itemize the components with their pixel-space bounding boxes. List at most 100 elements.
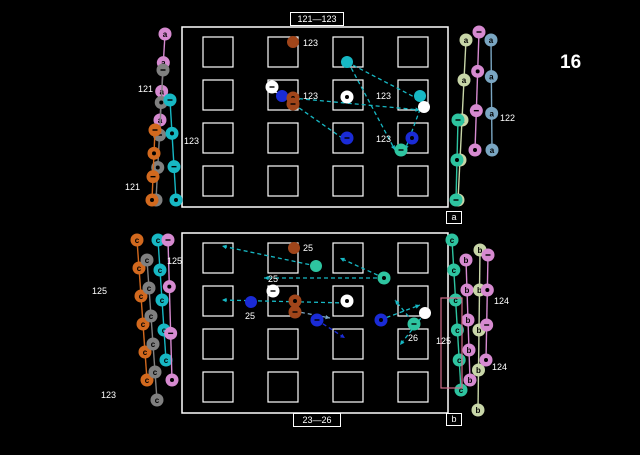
- panel-b-arrows: [221, 244, 426, 346]
- panel-b-trace-1-dot-6: [140, 373, 154, 387]
- panel-b-trace-2-dot-4: [146, 337, 160, 351]
- panel-b-trace-1-dot-3: [134, 289, 148, 303]
- panel-a-grid-square-5: [202, 79, 234, 111]
- panel-b-trace-6-dot-3: [461, 313, 475, 327]
- panel-b-left-label-2: 125: [167, 256, 183, 266]
- panel-a-trace-7: [490, 39, 493, 151]
- panel-b-letter: b: [446, 413, 462, 426]
- panel-a-trace-5-dot-1: [459, 33, 473, 47]
- panel-b-trace-6-dot-3-glyph: b: [466, 316, 471, 325]
- panel-b-trace-5-dot-3: [449, 293, 463, 307]
- panel-b-trace-7-dot-5-glyph: b: [476, 406, 481, 415]
- panel-b-trace-7-dot-2-glyph: b: [477, 286, 482, 295]
- panel-b-trace-3-dot-2: [153, 263, 167, 277]
- panel-a-trace-1-dot-2-glyph: a: [161, 59, 166, 68]
- panel-a-left-label-2: 123: [184, 136, 200, 146]
- panel-a-top-label: 121—123: [290, 12, 344, 26]
- panel-a-grid-square-9: [202, 122, 234, 154]
- panel-a-trace-7-dot-1-glyph: a: [489, 36, 494, 45]
- panel-a-trace-3: [169, 99, 177, 201]
- panel-a-trace-7-dot-2-glyph: a: [489, 73, 494, 82]
- panel-b-trace-1-dot-2-glyph: c: [137, 264, 142, 273]
- panel-b-arrow-7-head: [415, 304, 420, 309]
- panel-a-arrow-2: [291, 97, 421, 111]
- panel-b-trace-8-dot-4-core: [484, 358, 488, 362]
- panel-a-dot-label-3: 123: [376, 91, 392, 101]
- panel-a-trace-2-dot-2-core: [159, 100, 164, 105]
- panel-b-trace-2-dot-2: [142, 281, 156, 295]
- panel-b-trace-1-dot-1: [130, 233, 144, 247]
- panel-b-arrow-6-head: [325, 315, 330, 320]
- panel-a-grid-square-11: [332, 122, 364, 154]
- panel-b-left-label-1: 125: [92, 286, 108, 296]
- panel-b-arrow-6: [293, 310, 331, 319]
- panel-a-grid-square-13: [202, 165, 234, 197]
- panel-a-dot-7-core: [345, 95, 349, 99]
- panel-b-arrow-9-head: [400, 340, 405, 345]
- panel-a-dot-8: [414, 90, 426, 102]
- panel-b-highlight-box: [440, 297, 463, 389]
- panel-b-left-label-3: 123: [101, 390, 117, 400]
- panel-b-dot-2: [310, 260, 322, 272]
- panel-a-dot-11-core: [410, 136, 414, 140]
- panel-b-grid-square-2: [267, 242, 299, 274]
- panel-b-trace-6-dot-1: [459, 253, 473, 267]
- panel-a-left-label-3: 121: [125, 182, 141, 192]
- panel-b-arrow-4: [394, 299, 414, 323]
- panel-a-trace-6-dot-4-core: [473, 148, 477, 152]
- panel-a-trace-8-dot-2-core: [455, 158, 459, 162]
- panel-b-trace-6-dot-2: [460, 283, 474, 297]
- panel-b-arrow-5-head: [222, 297, 227, 303]
- panel-b-grid-square-8: [397, 285, 429, 317]
- panel-a-grid-square-12: [397, 122, 429, 154]
- panel-a-arrow-5-head: [390, 145, 395, 150]
- panel-b-trace-6-dot-5: [463, 373, 477, 387]
- panel-b-trace-2-dot-4-glyph: c: [151, 340, 156, 349]
- panel-b-right-label-3: 125: [436, 336, 452, 346]
- panel-b-arrow-3: [339, 257, 385, 279]
- panel-b-trace-1-dot-6-glyph: c: [145, 376, 150, 385]
- panel-b-trace-1-dot-5: [138, 345, 152, 359]
- panel-b-trace-7-dot-4: [472, 363, 485, 377]
- panel-a-trace-5-dot-1-glyph: a: [464, 36, 469, 45]
- panel-a-grid-square-16: [397, 165, 429, 197]
- panel-b-dot-8-core: [345, 299, 349, 303]
- panel-b-dot-1: [288, 242, 300, 254]
- panel-a-grid: [202, 36, 429, 197]
- panel-b-trace-3-dot-5-glyph: c: [164, 356, 169, 365]
- panel-b-grid-square-13: [202, 371, 234, 403]
- panel-b-trace-2-dot-6-glyph: c: [155, 396, 160, 405]
- panel-b-dot-12: [419, 307, 431, 319]
- panel-b-trace-7-dot-3-glyph: b: [477, 326, 482, 335]
- panel-b-grid-square-14: [267, 371, 299, 403]
- panel-b-trace-5-dot-1-glyph: c: [450, 236, 455, 245]
- panel-a-right-label-1: 122: [500, 113, 516, 123]
- panel-b-grid-square-4: [397, 242, 429, 274]
- panel-b-trace-1-dot-3-glyph: c: [139, 292, 144, 301]
- panel-a-trace-6-dot-2-core: [475, 69, 480, 74]
- panel-a-grid-square-2: [267, 36, 299, 68]
- panel-b-trace-5-dot-6-glyph: c: [459, 386, 464, 395]
- panel-b-dot-label-3: 25: [245, 311, 256, 321]
- panel-b-trace-2-dot-5: [148, 365, 162, 379]
- panel-b-trace-5-dot-3-glyph: c: [453, 296, 458, 305]
- panel-b-trace-2-dot-5-glyph: c: [153, 368, 158, 377]
- panel-a-grid-square-14: [267, 165, 299, 197]
- panel-b-grid-square-1: [202, 242, 234, 274]
- panel-b-trace-5-dot-2: [447, 263, 461, 277]
- panel-a-grid-square-8: [397, 79, 429, 111]
- panel-a-trace-3-dot-4-core: [174, 198, 178, 202]
- panel-b-trace-3-dot-4-glyph: c: [162, 326, 167, 335]
- panel-a-trace-6: [474, 31, 480, 151]
- panel-b-trace-1-dot-2: [132, 261, 146, 275]
- panel-a-trace-4: [151, 129, 156, 201]
- panel-a-trace-5-dot-2-glyph: a: [462, 76, 467, 85]
- panel-a-trace-7-dot-3: [485, 106, 499, 120]
- panel-a-side-traces: aaaaaaaaaaaaa: [145, 25, 499, 207]
- panel-b-dot-10-core: [379, 318, 383, 322]
- panel-b-trace-8-dot-2-core: [485, 288, 490, 292]
- panel-b-grid-square-9: [202, 328, 234, 360]
